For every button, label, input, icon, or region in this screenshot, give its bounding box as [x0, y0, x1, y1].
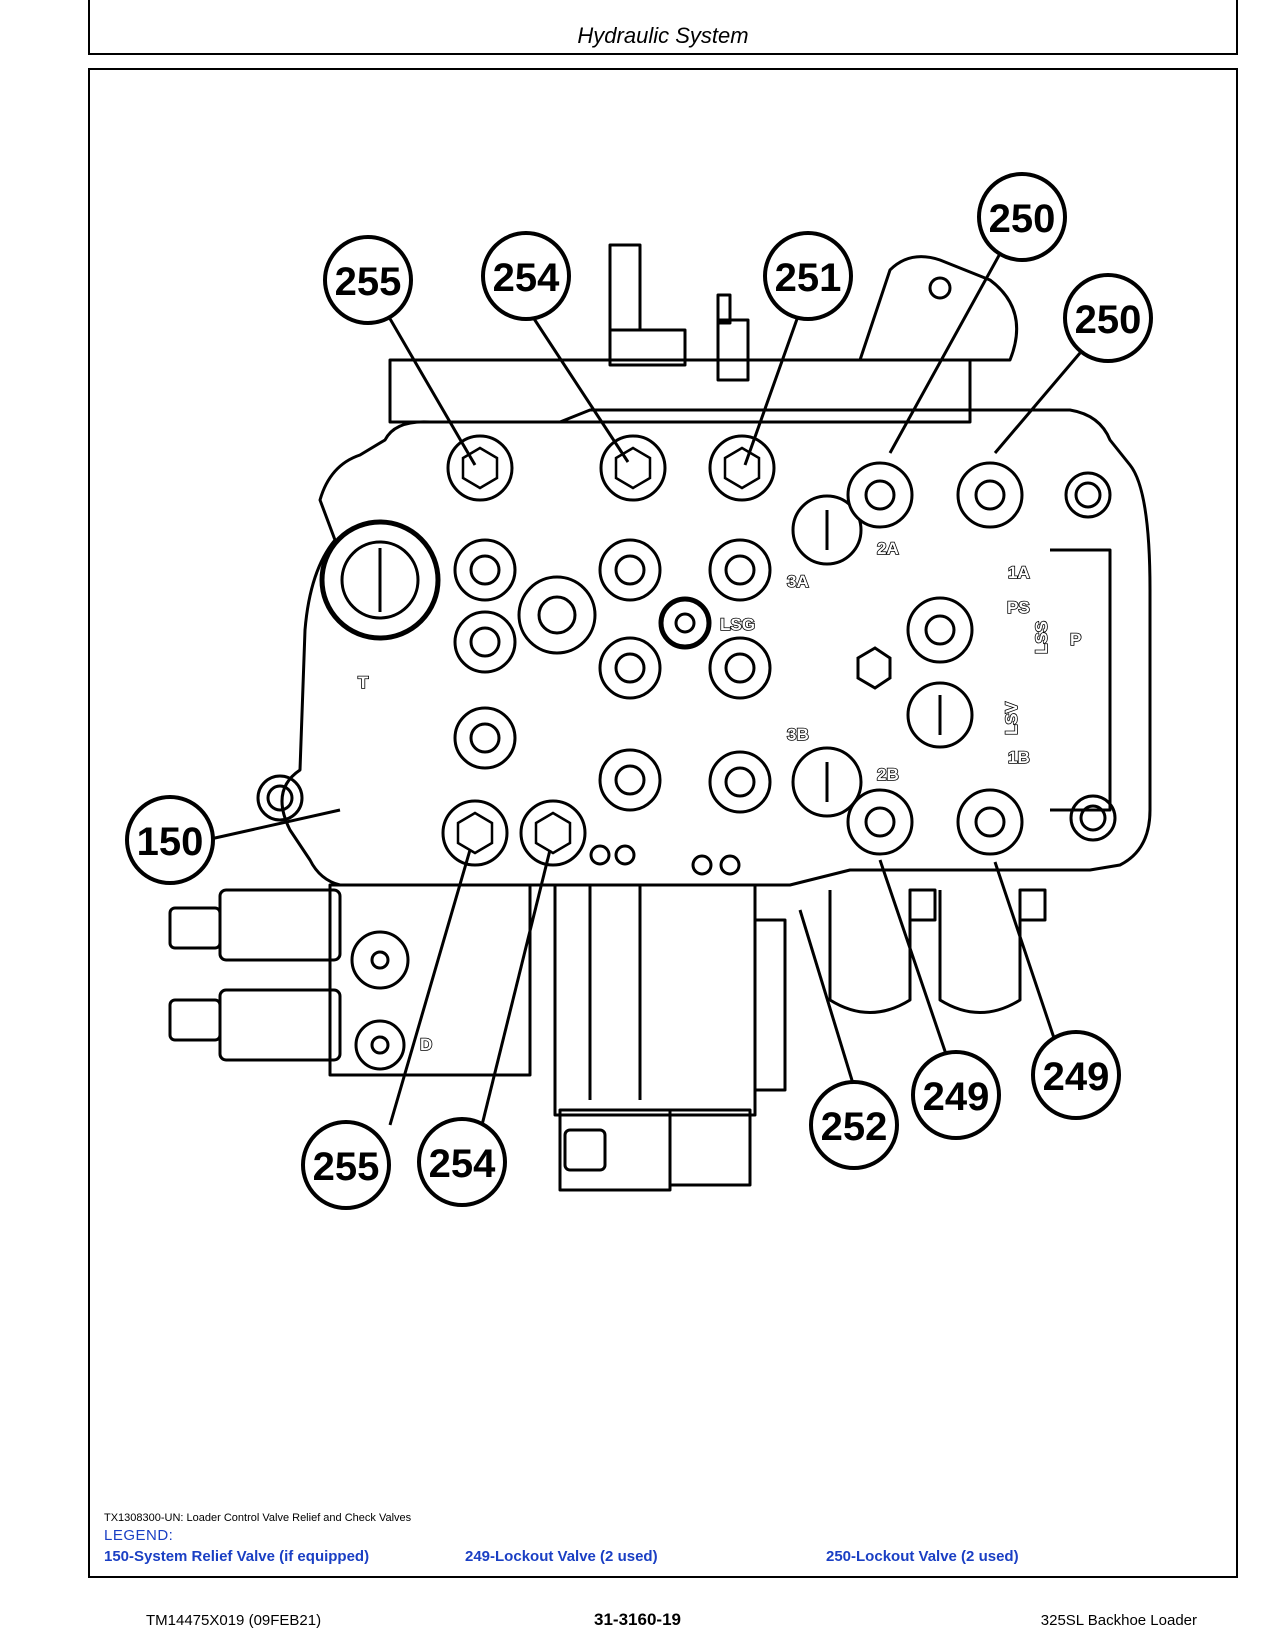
callout-254-upper: 254: [493, 256, 560, 300]
valve-body-outline: [280, 408, 1152, 887]
callout-250-right: 250: [1075, 298, 1142, 342]
port-label-p: P: [1070, 630, 1081, 649]
callout-255-lower: 255: [313, 1145, 380, 1189]
solenoid-1: [218, 888, 342, 962]
valve-cap-255-lower: [441, 799, 509, 867]
port-label-2b: 2B: [877, 765, 899, 784]
callout-150: 150: [137, 820, 204, 864]
port-label-3b: 3B: [787, 725, 809, 744]
port-label-ps: PS: [1007, 598, 1030, 617]
footer-page-number: 31-3160-19: [594, 1610, 681, 1629]
figure-frame: 2A 3A 1A PS LSG LSS P LSV 1B 3B 2B T D: [88, 68, 1238, 1578]
callout-249-left: 249: [923, 1075, 990, 1119]
top-housing: [388, 358, 972, 424]
section-title: Hydraulic System: [577, 23, 749, 48]
callout-250-top: 250: [989, 197, 1056, 241]
legend-title: LEGEND:: [104, 1527, 174, 1544]
figure-caption: TX1308300-UN: Loader Control Valve Relie…: [104, 1512, 412, 1524]
port-label-1b: 1B: [1008, 748, 1030, 767]
port-label-3a: 3A: [787, 572, 809, 591]
callout-252: 252: [821, 1105, 888, 1149]
solenoid-2: [218, 988, 342, 1062]
port-label-lss: LSS: [1032, 621, 1051, 654]
valve-cap-251: [708, 434, 776, 502]
port-label-t: T: [358, 673, 369, 692]
port-label-lsg: LSG: [720, 615, 755, 634]
footer-model: 325SL Backhoe Loader: [1040, 1612, 1197, 1629]
callout-249-right: 249: [1043, 1055, 1110, 1099]
valve-cap-254-lower: [519, 799, 587, 867]
legend-item-250: 250-Lockout Valve (2 used): [826, 1548, 1019, 1565]
port-label-1a: 1A: [1008, 563, 1030, 582]
valve-cap-255-upper: [446, 434, 514, 502]
callout-255-upper: 255: [335, 260, 402, 304]
footer-doc-id: TM14475X019 (09FEB21): [146, 1612, 322, 1629]
valve-diagram: 2A 3A 1A PS LSG LSS P LSV 1B 3B 2B T D: [125, 172, 1153, 1210]
port-label-lsv: LSV: [1002, 701, 1021, 735]
legend-item-150: 150-System Relief Valve (if equipped): [104, 1548, 370, 1565]
callout-251: 251: [775, 256, 842, 300]
lower-solenoid-block: [553, 883, 757, 1117]
port-label-2a: 2A: [877, 539, 899, 558]
legend-item-249: 249-Lockout Valve (2 used): [465, 1548, 658, 1565]
callout-254-lower: 254: [429, 1142, 496, 1186]
port-label-d: D: [420, 1035, 432, 1054]
page-header: Hydraulic System: [88, 0, 1238, 55]
valve-cap-254-upper: [599, 434, 667, 502]
